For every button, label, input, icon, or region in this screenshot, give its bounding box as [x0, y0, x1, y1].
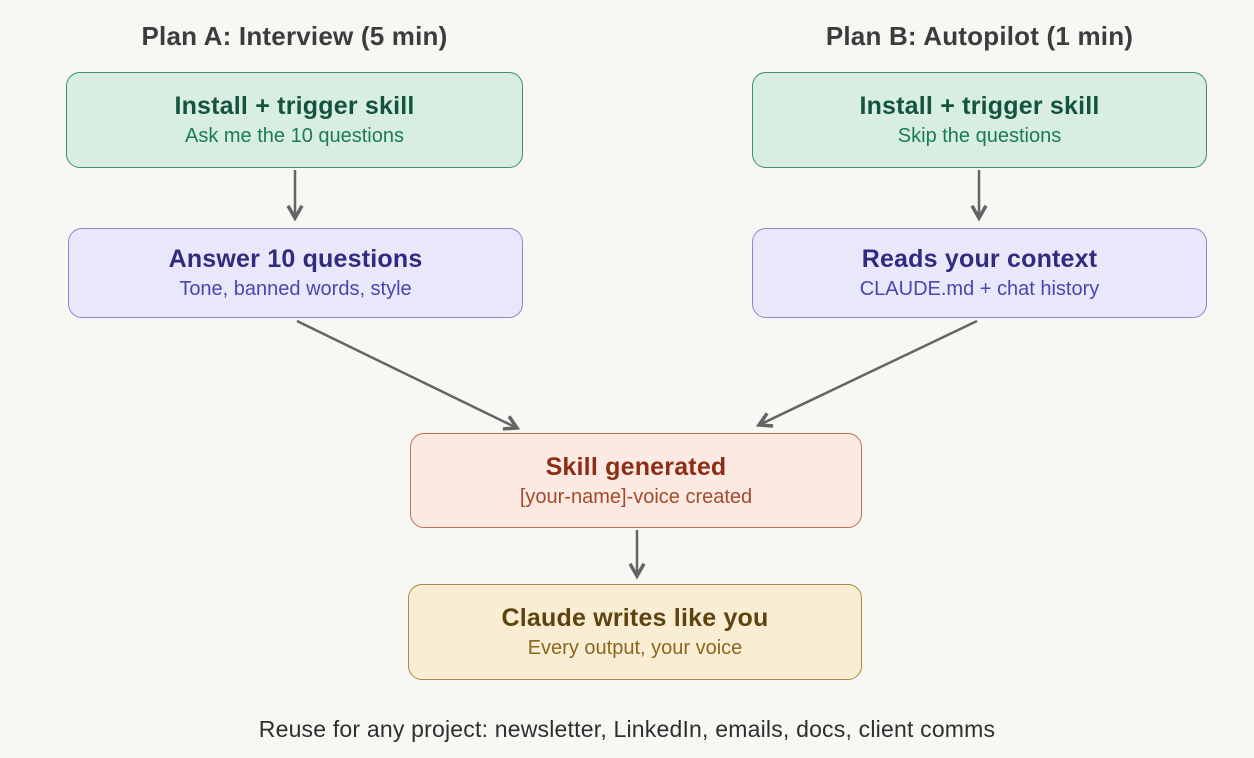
node-subtitle: Every output, your voice — [527, 637, 743, 659]
node-plan-b-install: Install + trigger skill Skip the questio… — [752, 72, 1207, 168]
reuse-caption: Reuse for any project: newsletter, Linke… — [258, 716, 996, 742]
node-claude-writes: Claude writes like you Every output, you… — [408, 584, 862, 680]
arrow-plan-b-to-merge — [759, 319, 978, 425]
node-subtitle: Skip the questions — [897, 125, 1062, 147]
node-title: Answer 10 questions — [168, 245, 423, 273]
node-reads-context: Reads your context CLAUDE.md + chat hist… — [752, 228, 1207, 318]
node-title: Reads your context — [861, 245, 1098, 273]
node-plan-a-install: Install + trigger skill Ask me the 10 qu… — [66, 72, 523, 168]
node-answer-questions: Answer 10 questions Tone, banned words, … — [68, 228, 523, 318]
node-title: Skill generated — [545, 452, 727, 481]
node-subtitle: [your-name]-voice created — [519, 485, 753, 508]
node-title: Install + trigger skill — [859, 92, 1100, 120]
node-title: Claude writes like you — [501, 604, 769, 632]
plan-b-heading: Plan B: Autopilot (1 min) — [825, 21, 1134, 51]
plan-a-heading: Plan A: Interview (5 min) — [141, 21, 448, 51]
node-skill-generated: Skill generated [your-name]-voice create… — [410, 433, 862, 528]
node-subtitle: CLAUDE.md + chat history — [859, 278, 1100, 300]
node-subtitle: Ask me the 10 questions — [184, 125, 404, 147]
node-subtitle: Tone, banned words, style — [179, 278, 412, 300]
arrow-plan-a-to-merge — [296, 319, 517, 428]
node-title: Install + trigger skill — [174, 92, 415, 120]
